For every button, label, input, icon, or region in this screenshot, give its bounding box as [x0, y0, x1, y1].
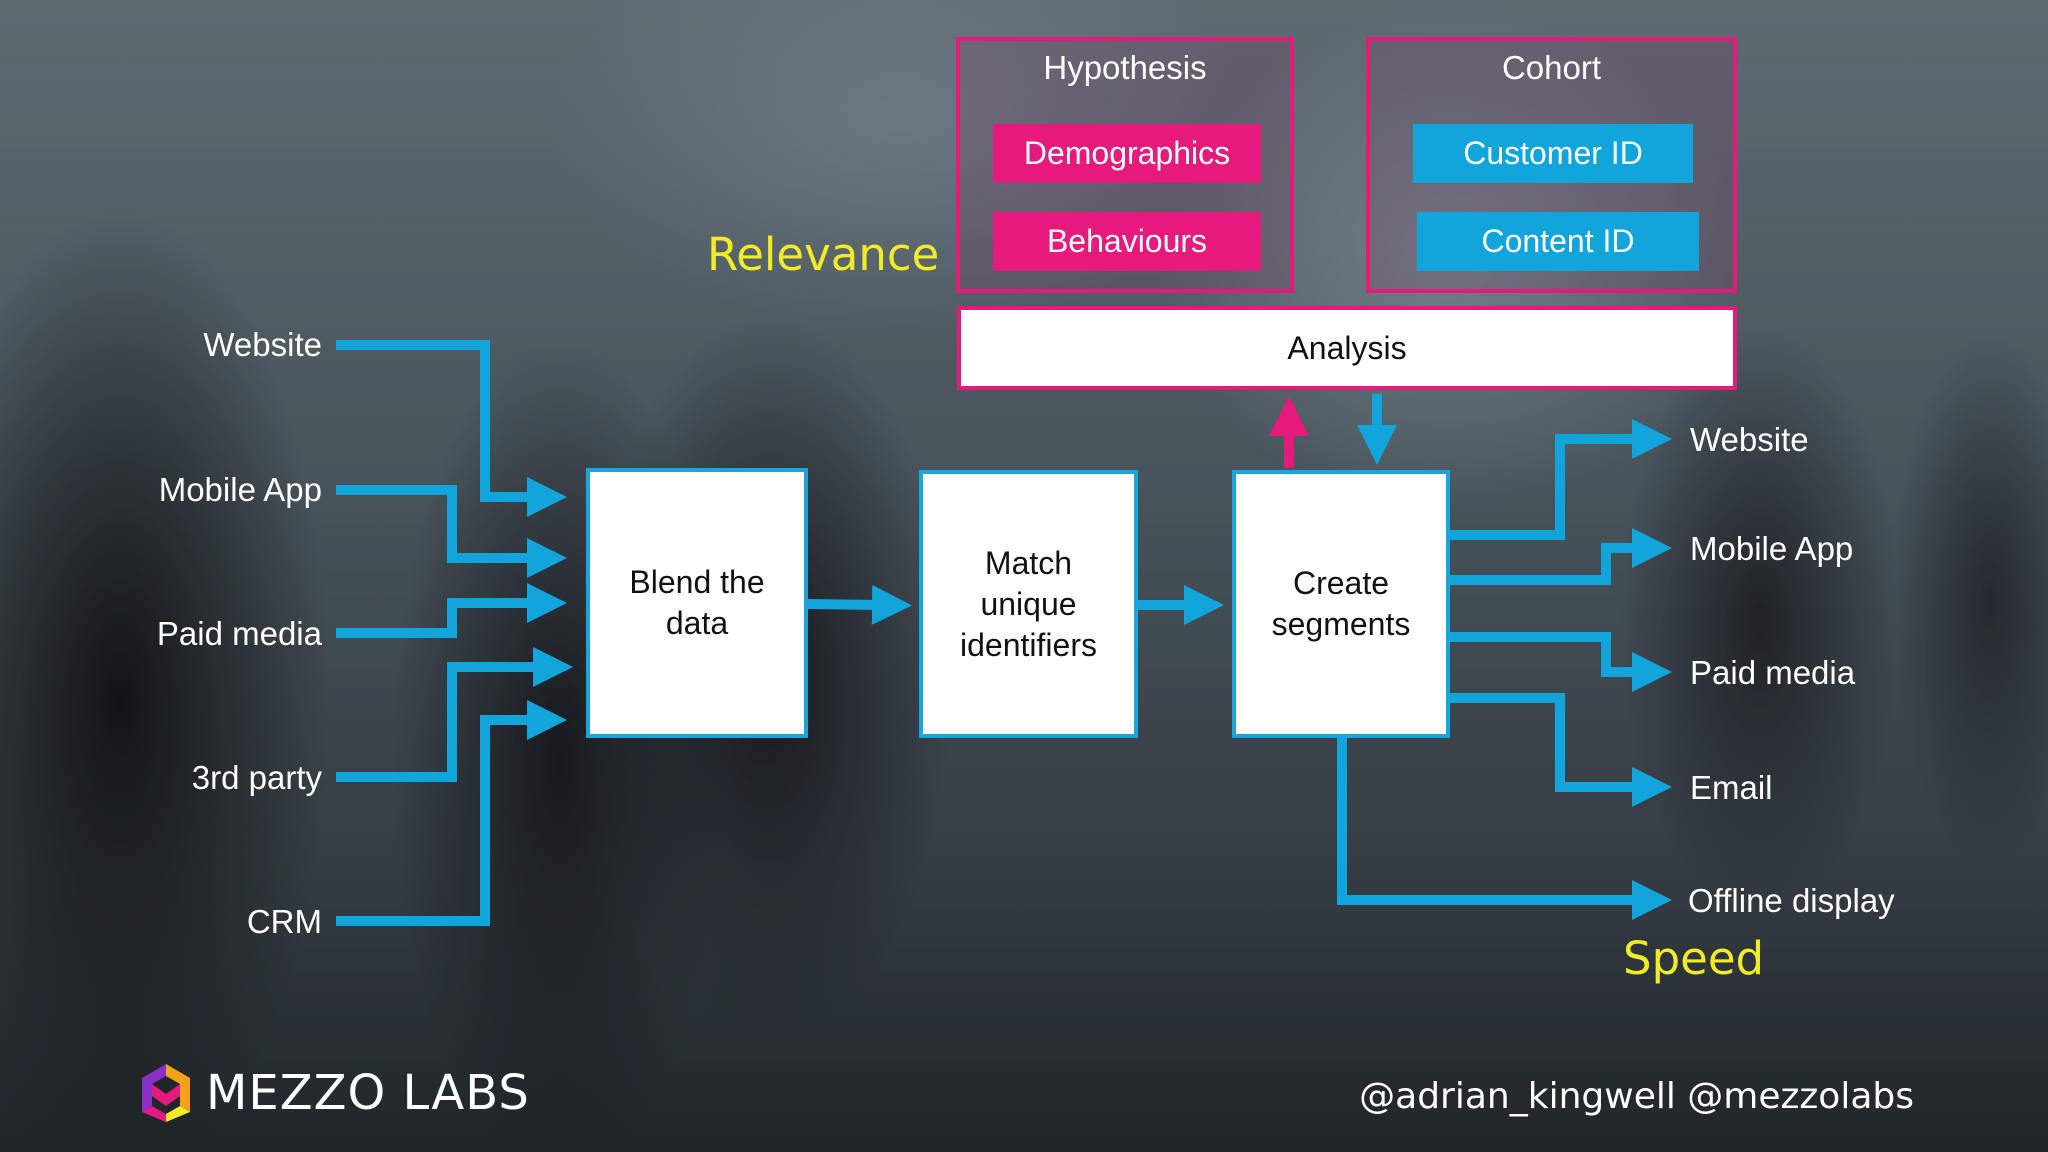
- mezzo-labs-logo: MEZZO LABS: [138, 1062, 530, 1124]
- connector-output-paid-media: [1450, 632, 1672, 692]
- speed-label: Speed: [1623, 932, 1765, 985]
- mezzo-labs-logo-icon: [142, 1064, 190, 1122]
- brand-name: MEZZO LABS: [206, 1065, 530, 1121]
- analysis-box: Analysis: [957, 306, 1737, 390]
- hypothesis-panel: Hypothesis Demographics Behaviours: [956, 37, 1294, 293]
- content-id-chip: Content ID: [1417, 212, 1699, 271]
- output-label-offline-display: Offline display: [1688, 882, 1895, 919]
- connector-input-website: [336, 340, 567, 517]
- input-label-3rd-party: 3rd party: [191, 759, 322, 796]
- analysis-label: Analysis: [1287, 329, 1407, 366]
- create-segments-box: Create segments: [1232, 470, 1450, 738]
- input-label-mobile-app: Mobile App: [158, 471, 322, 508]
- input-label-crm: CRM: [246, 903, 322, 940]
- blend-data-label: Blend the data: [629, 564, 765, 641]
- connector-input-3rd-party: [336, 647, 573, 782]
- output-label-email: Email: [1690, 769, 1773, 806]
- input-label-paid-media: Paid media: [156, 615, 322, 652]
- create-segments-label: Create segments: [1271, 565, 1411, 642]
- blend-data-box: Blend the data: [586, 468, 808, 738]
- connector-input-mobile-app: [336, 485, 567, 578]
- cohort-title: Cohort: [1501, 49, 1602, 86]
- hypothesis-title: Hypothesis: [1043, 49, 1207, 86]
- social-handles: @adrian_kingwell @mezzolabs: [1359, 1076, 1914, 1117]
- input-label-website: Website: [203, 326, 322, 363]
- demographics-chip: Demographics: [993, 124, 1261, 183]
- match-identifiers-label: Match unique identifiers: [960, 544, 1097, 663]
- connector-input-paid-media: [336, 583, 567, 638]
- connector-output-email: [1450, 693, 1672, 807]
- connector-input-crm: [336, 700, 567, 926]
- behaviours-chip: Behaviours: [993, 212, 1261, 271]
- cohort-panel: Cohort Customer ID Content ID: [1366, 37, 1737, 293]
- connector-blend-to-match: [807, 584, 912, 625]
- customer-id-chip: Customer ID: [1413, 124, 1693, 183]
- connector-output-website: [1450, 419, 1672, 540]
- connector-output-offline-display: [1337, 738, 1672, 920]
- output-label-website: Website: [1690, 421, 1809, 458]
- output-label-paid-media: Paid media: [1690, 654, 1856, 691]
- relevance-label: Relevance: [707, 228, 940, 281]
- match-identifiers-box: Match unique identifiers: [919, 470, 1138, 738]
- connector-output-mobile-app: [1450, 528, 1672, 585]
- output-label-mobile-app: Mobile App: [1690, 530, 1854, 567]
